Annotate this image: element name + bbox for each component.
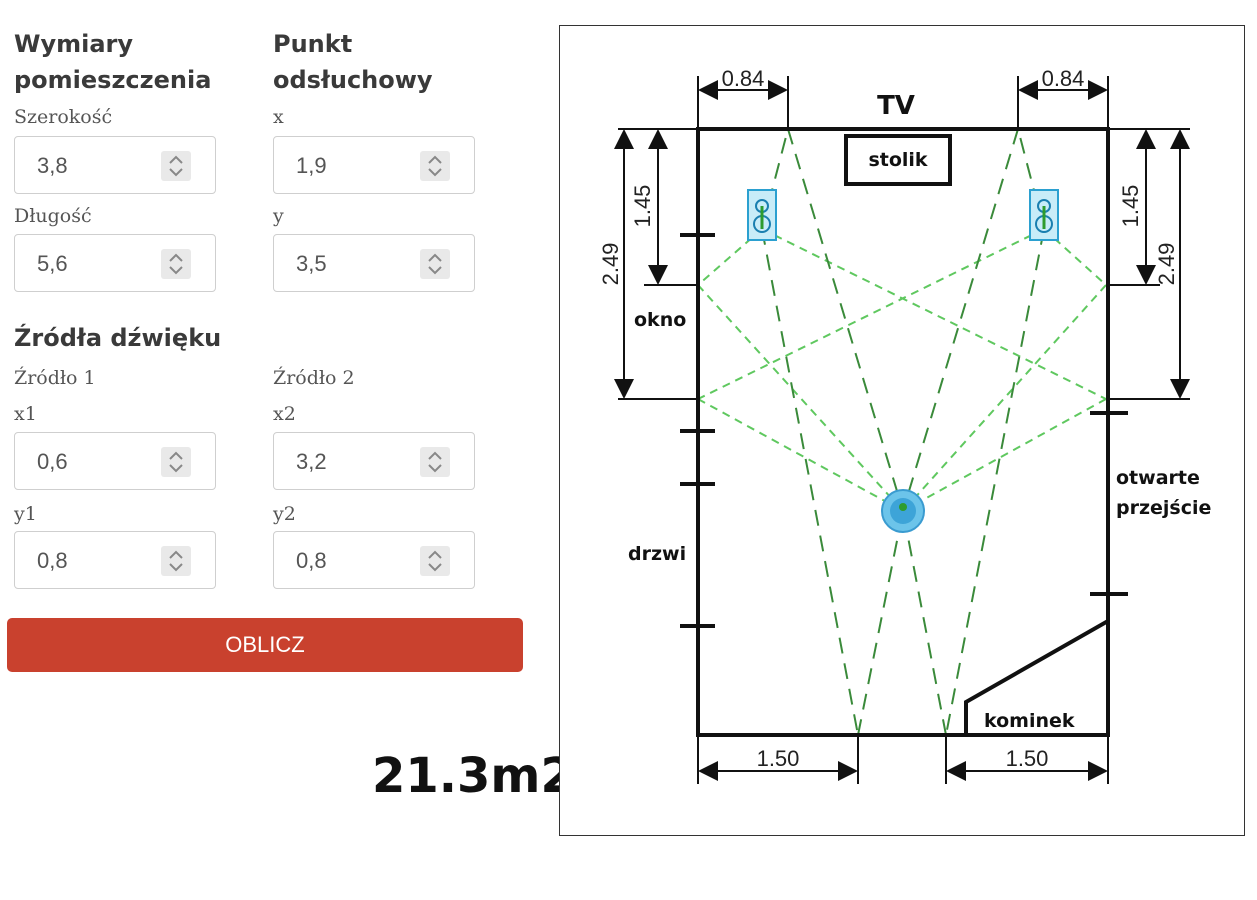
stolik-label: stolik [868,149,927,171]
length-spinner[interactable] [161,249,191,279]
x2-spinner[interactable] [420,447,450,477]
dim-top-right: 0.84 [1042,66,1085,91]
y1-value: 0,8 [37,548,68,573]
length-value: 5,6 [37,251,68,276]
x-input[interactable]: 1,9 [273,136,475,194]
x1-spinner[interactable] [161,447,191,477]
width-label: Szerokość [14,106,113,128]
ray [697,228,1045,400]
x1-value: 0,6 [37,449,68,474]
updown-arrows-icon [428,253,442,275]
ray [902,128,1019,512]
updown-arrows-icon [169,155,183,177]
dim-right-long: 2.49 [1154,243,1179,286]
ray [761,128,789,230]
updown-arrows-icon [169,550,183,572]
okno-label: okno [634,309,686,331]
y2-label: y2 [273,503,296,525]
source2-label: Źródło 2 [273,367,355,389]
dim-bottom-right: 1.50 [1006,746,1049,771]
ray [902,510,947,736]
przejscie-label: przejście [1116,497,1211,519]
tv-label: TV [877,91,915,121]
otwarte-label: otwarte [1116,467,1200,489]
ray [697,398,904,512]
length-input[interactable]: 5,6 [14,234,216,292]
calculate-button[interactable]: OBLICZ [7,618,523,672]
dim-left-short: 1.45 [630,185,655,228]
dim-bottom-left: 1.50 [757,746,800,771]
width-input[interactable]: 3,8 [14,136,216,194]
room-dimensions-heading: Wymiary pomieszczenia [14,30,212,94]
updown-arrows-icon [428,451,442,473]
source1-label: Źródło 1 [14,367,96,389]
y2-spinner[interactable] [420,546,450,576]
drzwi-label: drzwi [628,543,686,565]
length-label: Długość [14,205,92,227]
speaker-left-icon [747,189,777,241]
y1-spinner[interactable] [161,546,191,576]
y-spinner[interactable] [420,249,450,279]
room-area-text: 21.3m2 [372,748,574,804]
width-spinner[interactable] [161,151,191,181]
width-value: 3,8 [37,153,68,178]
speaker-right-icon [1029,189,1059,241]
x2-label: x2 [273,403,296,425]
x-value: 1,9 [296,153,327,178]
kominek-outline [964,619,1109,735]
updown-arrows-icon [428,155,442,177]
stolik-box [844,134,952,186]
dim-left-long: 2.49 [598,243,623,286]
x-spinner[interactable] [420,151,450,181]
y2-input[interactable]: 0,8 [273,531,475,589]
dim-top-left: 0.84 [722,66,765,91]
ray [761,228,1107,400]
ray [902,398,1107,512]
y1-input[interactable]: 0,8 [14,531,216,589]
x-label: x [273,106,284,128]
ray [945,228,1045,736]
x2-input[interactable]: 3,2 [273,432,475,490]
sound-sources-heading: Źródła dźwięku [14,324,222,352]
y-input[interactable]: 3,5 [273,234,475,292]
floor-plan-drawing: 0.84 0.84 1.45 2.49 1.45 2.49 1.50 1.50 … [598,66,1211,784]
floor-plan: 0.84 0.84 1.45 2.49 1.45 2.49 1.50 1.50 … [559,25,1245,836]
x1-label: x1 [14,403,37,425]
updown-arrows-icon [169,253,183,275]
dimension-lines [614,76,1190,784]
y-label: y [273,205,284,227]
ray [787,128,904,512]
y-value: 3,5 [296,251,327,276]
ray [697,284,904,512]
ray [857,510,904,736]
ray [761,228,859,736]
updown-arrows-icon [169,451,183,473]
dim-right-short: 1.45 [1118,185,1143,228]
reflection-rays [697,228,1107,512]
ray [902,284,1107,512]
wall-ticks [680,233,1128,628]
listening-point-heading: Punkt odsłuchowy [273,30,433,94]
y1-label: y1 [14,503,37,525]
ray [1017,128,1045,230]
y2-value: 0,8 [296,548,327,573]
x1-input[interactable]: 0,6 [14,432,216,490]
direct-rays [761,128,1045,736]
listener-icon [881,489,925,533]
kominek-label: kominek [984,710,1075,732]
updown-arrows-icon [428,550,442,572]
x2-value: 3,2 [296,449,327,474]
